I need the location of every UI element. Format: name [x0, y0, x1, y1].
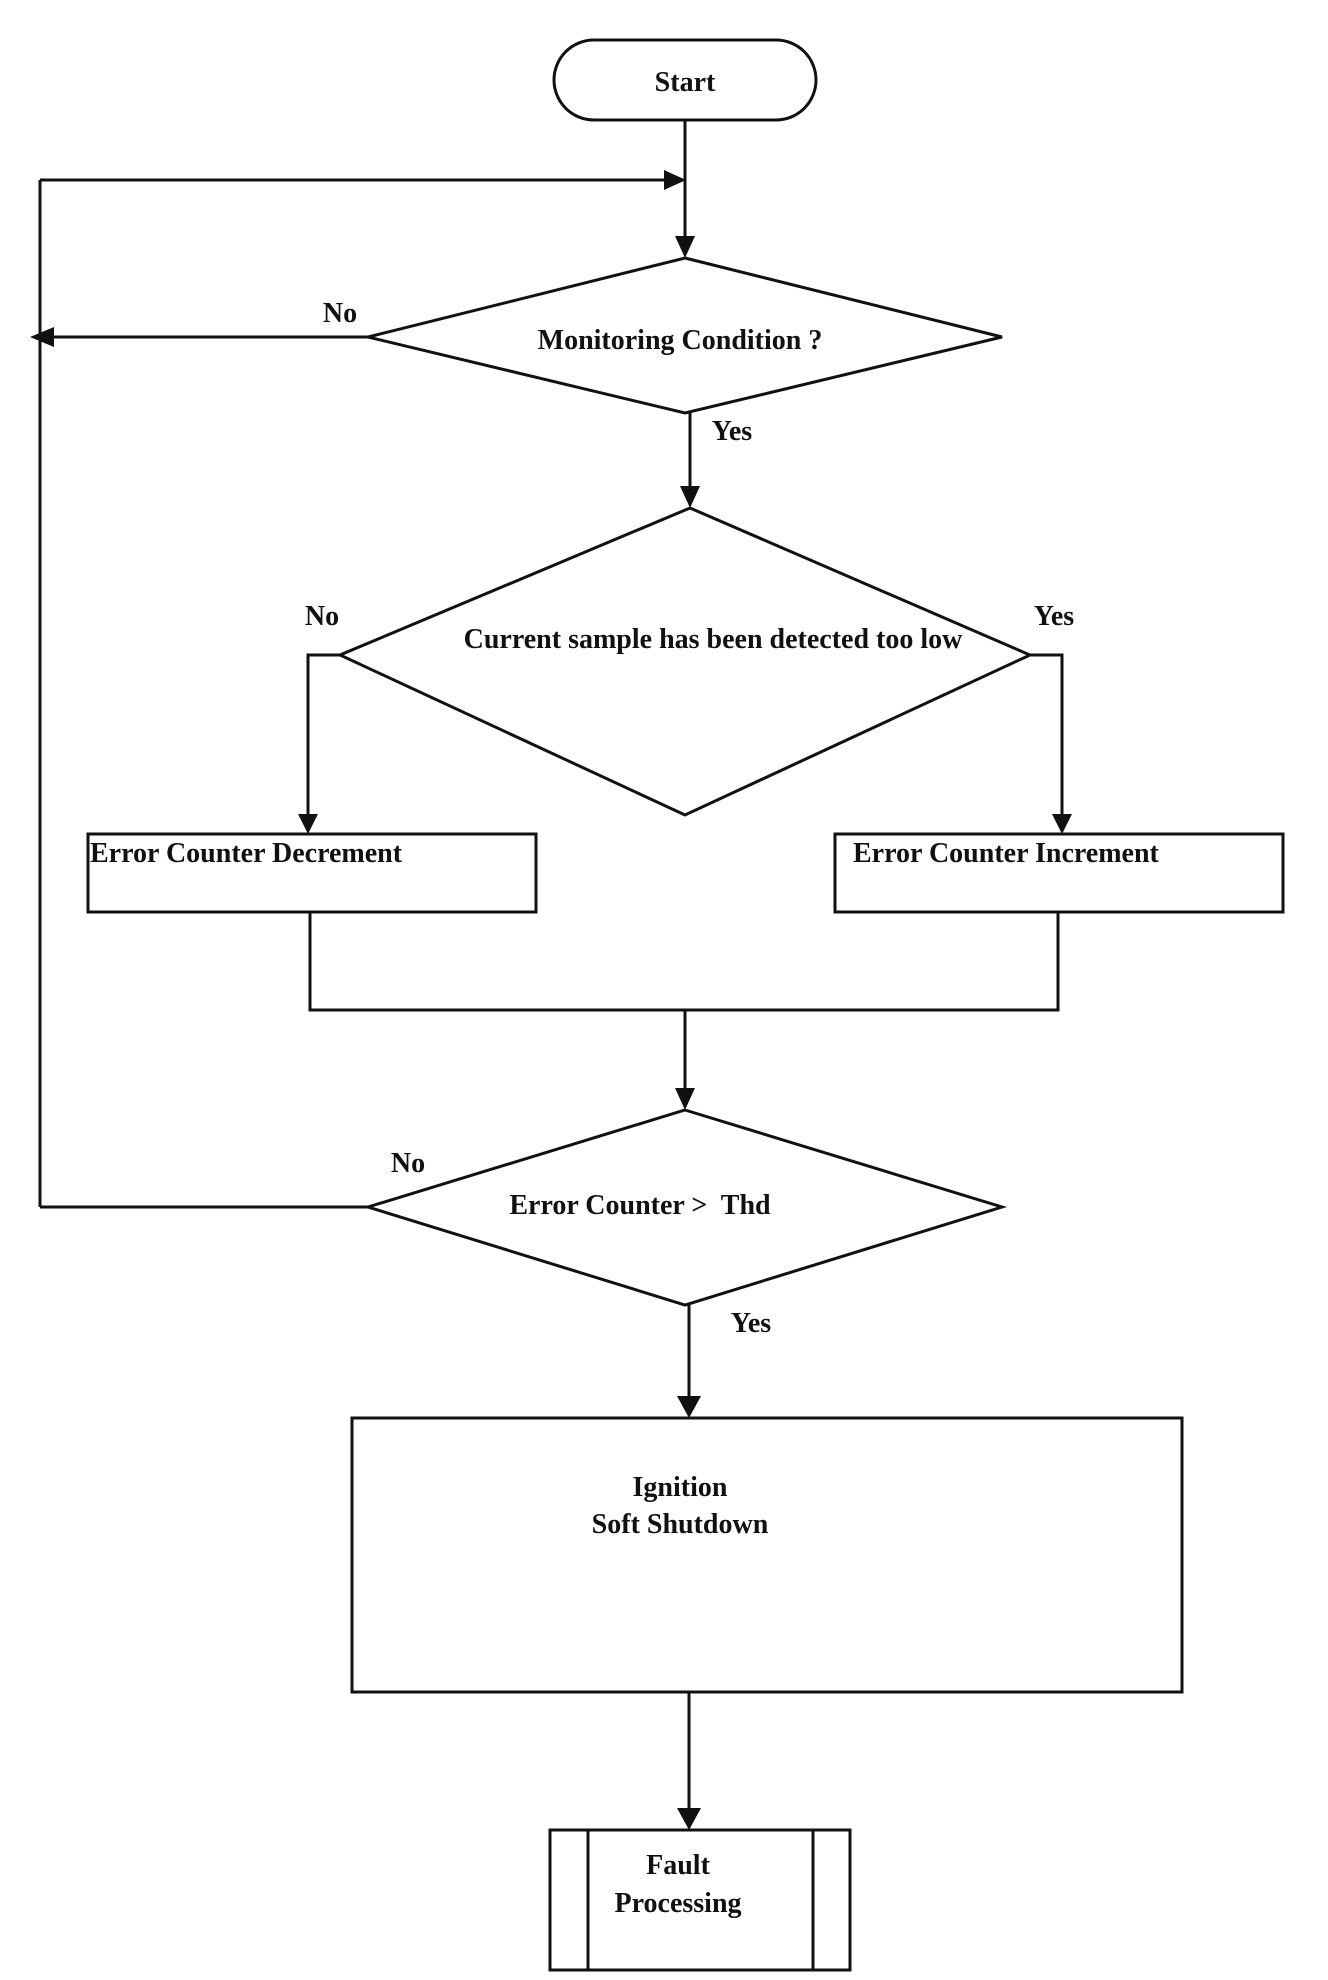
arrowhead-down-increment: [1052, 814, 1072, 834]
arrowhead-right-loop: [664, 170, 686, 190]
monitoring-yes-label: Yes: [712, 416, 753, 447]
arrowhead-down-sample: [680, 486, 700, 508]
error-counter-threshold-label: Error Counter > Thd: [509, 1190, 771, 1221]
monitoring-no-label: No: [323, 298, 357, 329]
decision-current-sample: Current sample has been detected too low: [336, 506, 1034, 817]
processing-label: Processing: [614, 1888, 741, 1919]
arrowhead-down-fault: [677, 1808, 701, 1830]
decision-monitoring-condition: Monitoring Condition ?: [367, 256, 1003, 415]
edge-sample-no: [306, 653, 340, 818]
current-sample-label: Current sample has been detected too low: [464, 624, 964, 655]
process-ignition-soft-shutdown: Ignition Soft Shutdown: [350, 1416, 1184, 1694]
error-counter-decrement-label: Error Counter Decrement: [90, 838, 403, 869]
process-error-counter-decrement: Error Counter Decrement: [86, 832, 538, 914]
edge-decrement-merge: [308, 912, 1060, 1012]
arrowhead-down-ignition: [677, 1396, 701, 1418]
connectors: [38, 120, 1064, 1812]
ignition-label: Ignition: [633, 1472, 728, 1503]
arrowheads: [30, 170, 1072, 1830]
error-counter-increment-label: Error Counter Increment: [853, 838, 1160, 869]
threshold-no-label: No: [391, 1148, 425, 1179]
sample-no-label: No: [305, 601, 339, 632]
monitoring-condition-label: Monitoring Condition ?: [538, 325, 823, 356]
start-label: Start: [655, 67, 716, 98]
process-error-counter-increment: Error Counter Increment: [833, 832, 1285, 914]
subprocess-fault-processing: Fault Processing: [548, 1828, 852, 1972]
edge-labels: No Yes No Yes No Yes: [305, 298, 1074, 1339]
edge-sample-yes: [1030, 653, 1064, 818]
soft-shutdown-label: Soft Shutdown: [592, 1509, 769, 1540]
sample-yes-label: Yes: [1034, 601, 1075, 632]
arrowhead-down-monitoring: [675, 236, 695, 258]
fault-label: Fault: [646, 1850, 710, 1881]
decision-error-counter-threshold: Error Counter > Thd: [362, 1108, 1008, 1307]
threshold-yes-label: Yes: [731, 1308, 772, 1339]
arrowhead-left-monitoring-no: [30, 327, 54, 347]
node-start: Start: [552, 38, 818, 122]
arrowhead-down-decrement: [298, 814, 318, 834]
arrowhead-down-threshold: [675, 1088, 695, 1110]
